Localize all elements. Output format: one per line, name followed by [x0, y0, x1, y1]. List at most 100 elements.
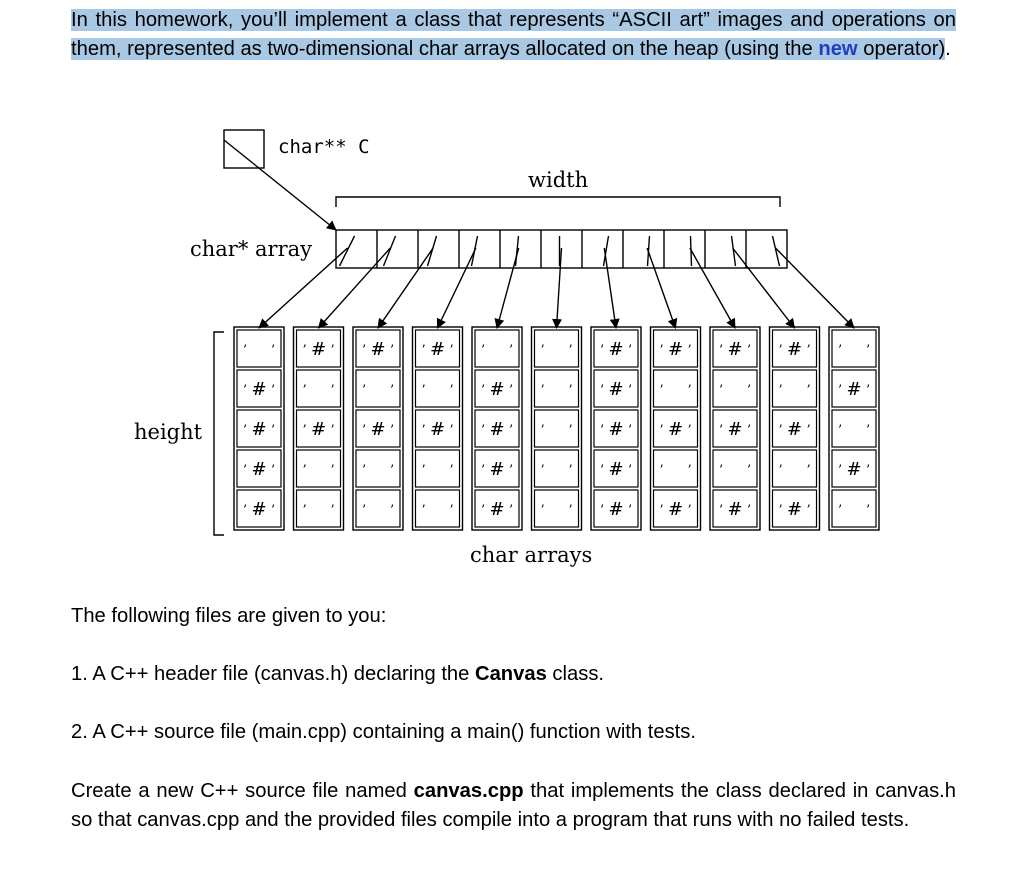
column-arrow — [552, 247, 563, 329]
quote-mark: ’ — [688, 503, 692, 518]
char-cell — [712, 449, 758, 488]
char-cell — [652, 369, 699, 408]
char-cell-value: # — [489, 459, 504, 480]
char-cell-value: # — [489, 499, 504, 520]
quote-mark: ’ — [569, 383, 573, 398]
quote-mark: ’ — [362, 423, 366, 438]
quote-mark: ’ — [747, 463, 751, 478]
quote-mark: ’ — [331, 383, 335, 398]
quote-mark: ’ — [866, 503, 870, 518]
quote-mark: ’ — [660, 503, 664, 518]
char-array-column — [233, 326, 285, 531]
column-arrow — [436, 247, 477, 329]
quote-mark: ’ — [660, 423, 664, 438]
quote-mark: ’ — [628, 463, 632, 478]
quote-mark: ’ — [541, 423, 545, 438]
height-label: height — [134, 420, 203, 444]
char-cell — [474, 489, 520, 528]
char-cell — [831, 409, 877, 448]
canvas-cpp-filename: canvas.cpp — [413, 780, 524, 802]
quote-mark: ’ — [807, 383, 811, 398]
pointer-slash — [514, 235, 520, 267]
quote-mark: ’ — [628, 383, 632, 398]
quote-mark: ’ — [660, 383, 664, 398]
char-array-column — [411, 326, 464, 531]
char-cell-value: # — [608, 499, 623, 520]
char-cell — [771, 449, 818, 488]
char-cell-value: # — [370, 419, 385, 440]
char-cell — [652, 329, 699, 368]
quote-mark: ’ — [509, 383, 513, 398]
char-arrays-label: char arrays — [470, 543, 592, 567]
quote-mark: ’ — [838, 423, 842, 438]
column-arrow — [494, 247, 520, 329]
quote-mark: ’ — [450, 423, 454, 438]
quote-mark: ’ — [779, 423, 783, 438]
pointer-slash — [730, 235, 737, 267]
char-cell — [831, 449, 877, 488]
char-array-column — [530, 326, 583, 531]
char-cell-value: # — [608, 379, 623, 400]
quote-mark: ’ — [866, 343, 870, 358]
quote-mark: ’ — [331, 463, 335, 478]
char-cell-value: # — [846, 379, 861, 400]
char-cell-value: # — [727, 339, 742, 360]
char-cell — [533, 369, 580, 408]
char-cell — [355, 409, 401, 448]
quote-mark: ’ — [450, 463, 454, 478]
quote-mark: ’ — [866, 383, 870, 398]
quote-mark: ’ — [600, 463, 604, 478]
char-cell-value: # — [251, 499, 266, 520]
char-cell — [414, 329, 461, 368]
pointer-slash — [771, 235, 781, 267]
quote-mark: ’ — [362, 383, 366, 398]
char-cell — [474, 449, 520, 488]
quote-mark: ’ — [807, 503, 811, 518]
char-cell — [236, 369, 282, 408]
char-array-column — [292, 326, 345, 531]
quote-mark: ’ — [422, 423, 426, 438]
quote-mark: ’ — [747, 423, 751, 438]
quote-mark: ’ — [569, 423, 573, 438]
quote-mark: ’ — [303, 423, 307, 438]
quote-mark: ’ — [271, 463, 275, 478]
column-arrow — [258, 247, 348, 329]
column-arrow — [646, 247, 678, 329]
char-cell-value: # — [787, 499, 802, 520]
quote-mark: ’ — [779, 383, 783, 398]
quote-mark: ’ — [422, 343, 426, 358]
quote-mark: ’ — [509, 423, 513, 438]
char-cell — [831, 329, 877, 368]
task-paragraph: Create a new C++ source file named canva… — [71, 777, 956, 835]
char-cell — [712, 329, 758, 368]
char-cell-value: # — [251, 419, 266, 440]
char-cell — [355, 369, 401, 408]
char-cell-value: # — [311, 339, 326, 360]
char-cell — [295, 369, 342, 408]
quote-mark: ’ — [243, 383, 247, 398]
char-cell — [236, 409, 282, 448]
column-arrow — [732, 247, 796, 329]
char-cell-value: # — [727, 499, 742, 520]
char-cell-value: # — [608, 459, 623, 480]
quote-mark: ’ — [481, 383, 485, 398]
quote-mark: ’ — [422, 463, 426, 478]
char-cell — [355, 329, 401, 368]
quote-mark: ’ — [600, 343, 604, 358]
quote-mark: ’ — [807, 343, 811, 358]
char-cell — [295, 409, 342, 448]
quote-mark: ’ — [541, 463, 545, 478]
quote-mark: ’ — [719, 383, 723, 398]
quote-mark: ’ — [779, 503, 783, 518]
column-arrow — [689, 247, 736, 329]
heap-array-diagram: char** C width char* array height char a… — [134, 129, 880, 567]
char-cell-value: # — [251, 379, 266, 400]
quote-mark: ’ — [628, 503, 632, 518]
quote-mark: ’ — [450, 383, 454, 398]
quote-mark: ’ — [390, 343, 394, 358]
char-cell — [533, 409, 580, 448]
pointer-slash — [602, 235, 610, 267]
char-cell — [593, 489, 639, 528]
quote-mark: ’ — [303, 463, 307, 478]
intro-text-end: operator) — [857, 38, 946, 60]
